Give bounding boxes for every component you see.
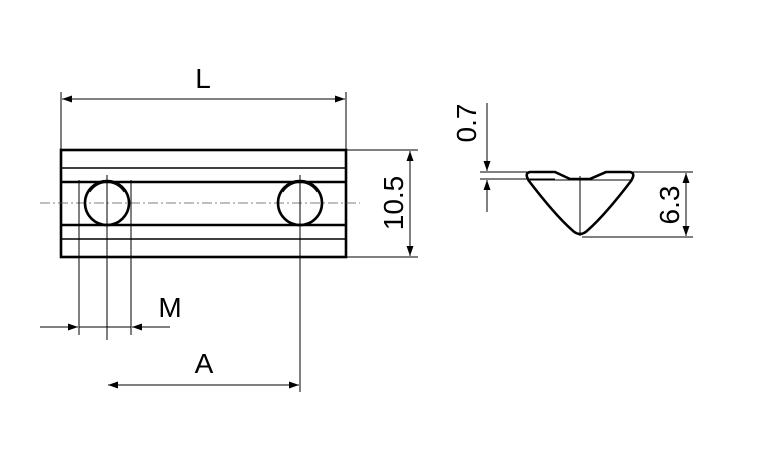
top-view: L 10.5 M A	[40, 63, 418, 392]
height-label: 6.3	[654, 186, 685, 225]
dimension-length: L	[60, 63, 347, 150]
hole-spacing-label: A	[195, 348, 214, 379]
dimension-thread: M	[40, 292, 182, 331]
nut-outline	[59, 148, 348, 259]
dimension-height: 6.3	[582, 171, 693, 238]
thread-label: M	[158, 292, 181, 323]
threaded-hole-right	[276, 175, 324, 392]
length-label: L	[195, 63, 211, 94]
side-view: 0.7 6.3	[451, 103, 693, 238]
nut-profile	[525, 170, 635, 236]
dimension-hole-spacing: A	[108, 348, 299, 389]
threaded-hole-left	[78, 175, 132, 340]
dimension-width: 10.5	[346, 149, 418, 258]
dimension-lip-thickness: 0.7	[451, 103, 555, 212]
lip-thickness-label: 0.7	[451, 104, 482, 143]
width-label: 10.5	[378, 176, 409, 231]
